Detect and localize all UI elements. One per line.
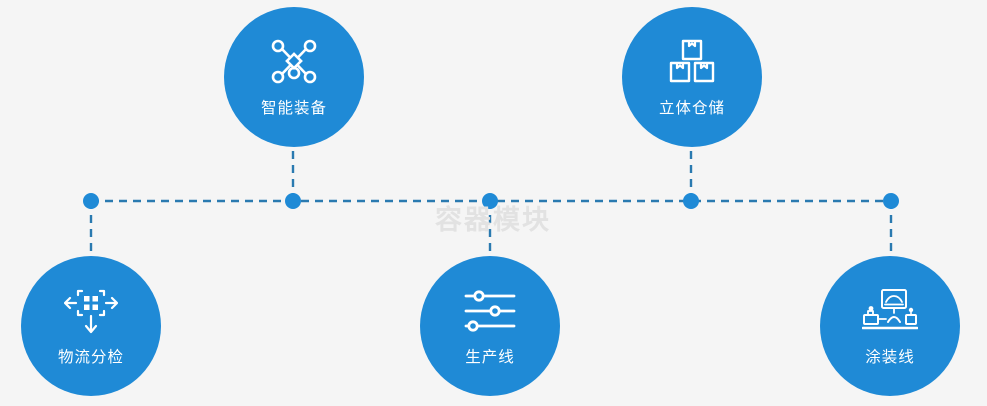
- stacked-boxes-icon: [664, 37, 720, 87]
- center-watermark: 容器模块: [435, 205, 551, 235]
- paint-booth-icon: [862, 286, 918, 336]
- junction-dot: [285, 193, 301, 209]
- junction-dot: [883, 193, 899, 209]
- node-label: 智能装备: [260, 100, 327, 118]
- node-logistics-sorting[interactable]: 物流分检: [21, 256, 161, 396]
- sliders-icon: [462, 286, 518, 336]
- junction-dot: [683, 193, 699, 209]
- network-topology-icon: [266, 37, 322, 87]
- node-painting-line[interactable]: 涂装线: [820, 256, 960, 396]
- node-vertical-warehouse[interactable]: 立体仓储: [622, 7, 762, 147]
- sorting-arrows-icon: [63, 286, 119, 336]
- node-label: 物流分检: [57, 349, 124, 367]
- node-production-line[interactable]: 生产线: [420, 256, 560, 396]
- node-label: 立体仓储: [658, 100, 725, 118]
- node-intelligent-equipment[interactable]: 智能装备: [224, 7, 364, 147]
- junction-dot: [482, 193, 498, 209]
- node-label: 涂装线: [865, 349, 915, 367]
- node-label: 生产线: [465, 349, 515, 367]
- junction-dot: [83, 193, 99, 209]
